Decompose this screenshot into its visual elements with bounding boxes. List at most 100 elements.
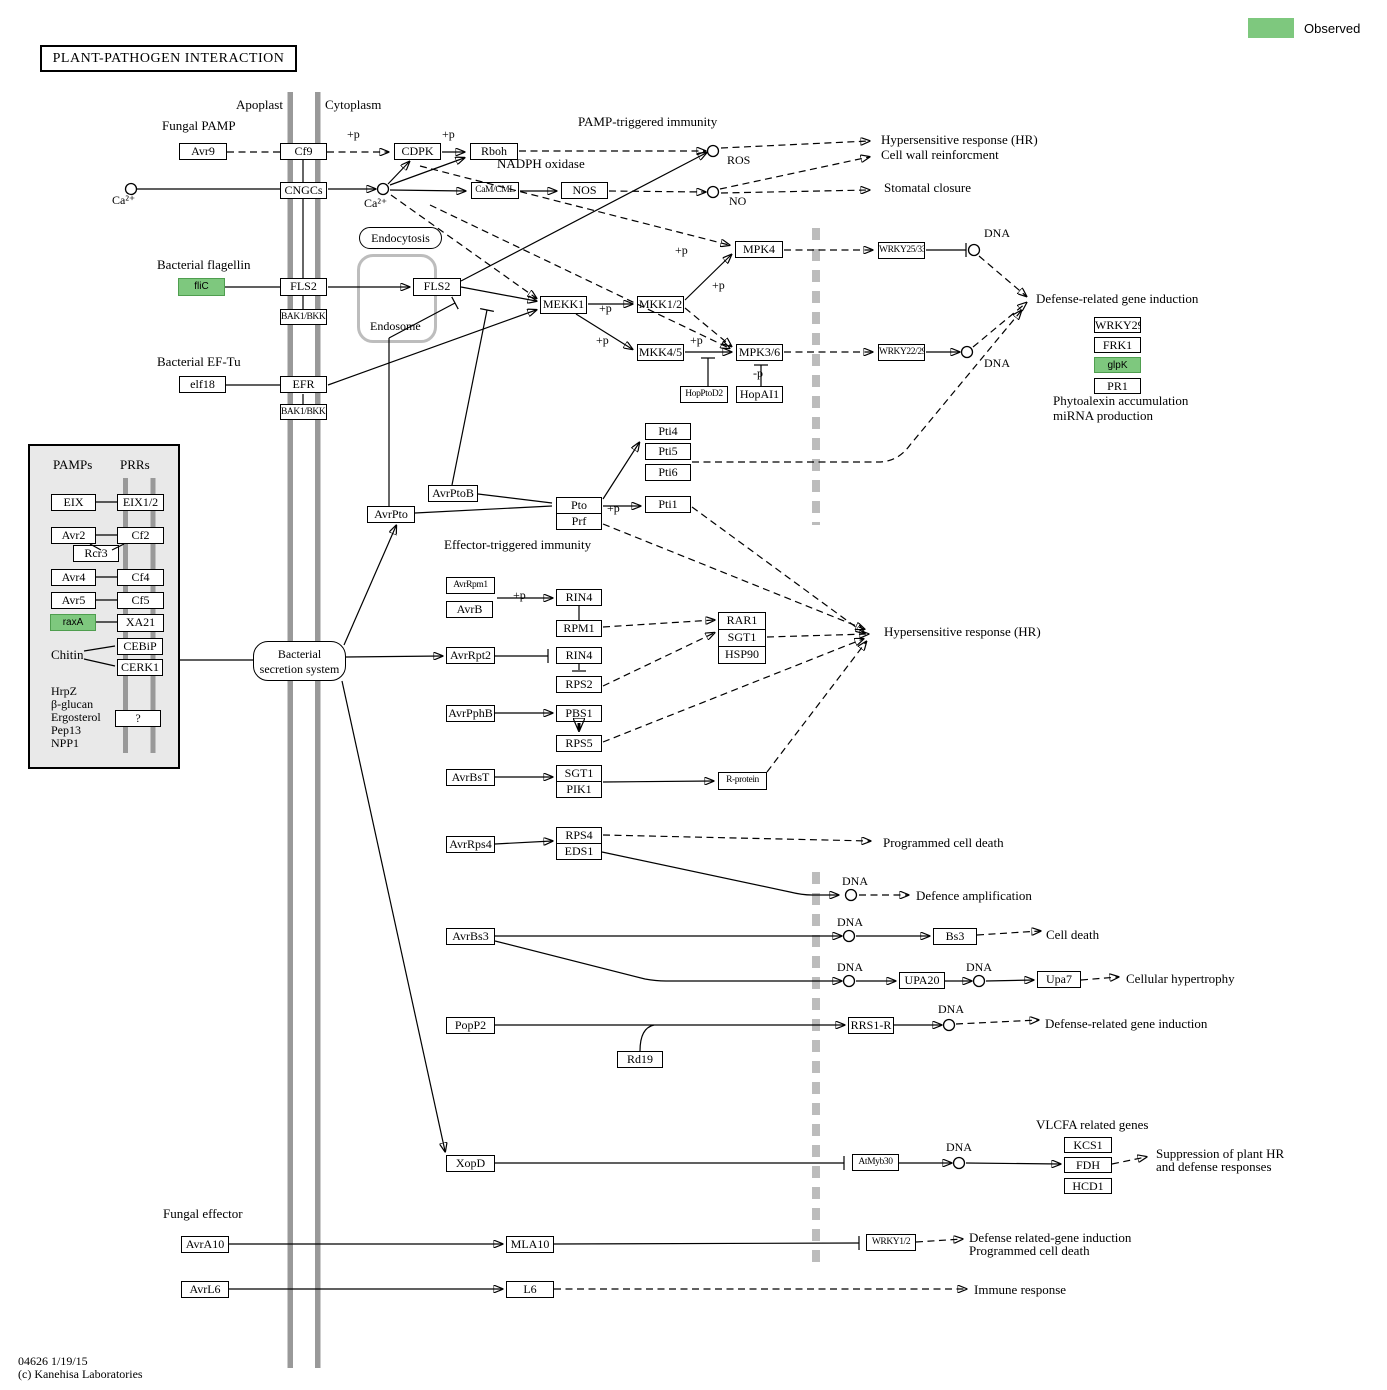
label-prrs: PRRs [120, 457, 150, 472]
gene-box-avrb[interactable]: AvrB [446, 601, 493, 618]
gene-box-cngcs[interactable]: CNGCs [280, 182, 327, 199]
gene-box-fls2-membrane[interactable]: FLS2 [280, 278, 327, 296]
gene-box-cdpk[interactable]: CDPK [394, 143, 441, 160]
gene-box-wrky29[interactable]: WRKY29 [1094, 317, 1141, 333]
label-cellular-hypertrophy: Cellular hypertrophy [1126, 971, 1235, 986]
label-beta-glucan: β-glucan [51, 697, 94, 711]
gene-box-pti6[interactable]: Pti6 [645, 464, 691, 481]
gene-box-popp2[interactable]: PopP2 [446, 1017, 495, 1034]
gene-box-wrky25-33[interactable]: WRKY25/33 [878, 242, 925, 259]
gene-box-frk1[interactable]: FRK1 [1094, 337, 1141, 353]
gene-box-rrs1-r[interactable]: RRS1-R [848, 1017, 894, 1034]
observed-legend-swatch [1248, 18, 1294, 38]
phospho-label: +p [347, 127, 360, 141]
gene-box-eds1[interactable]: EDS1 [556, 843, 602, 860]
gene-box-mekk1[interactable]: MEKK1 [540, 296, 587, 314]
gene-box-avrpto[interactable]: AvrPto [367, 506, 415, 523]
gene-box-avr5[interactable]: Avr5 [51, 592, 96, 609]
gene-box-bak1-bkk1[interactable]: BAK1/BKK1 [280, 309, 327, 325]
gene-box-pr1[interactable]: PR1 [1094, 378, 1141, 394]
gene-box-raxa[interactable]: raxA [50, 614, 96, 631]
gene-box-pto[interactable]: Pto [556, 497, 602, 514]
gene-box-rps2[interactable]: RPS2 [556, 676, 602, 693]
gene-box-avrbst[interactable]: AvrBsT [446, 769, 495, 786]
gene-box-atmyb30[interactable]: AtMyb30 [852, 1154, 899, 1171]
gene-box-xopd[interactable]: XopD [446, 1155, 495, 1172]
gene-box-avrbs3[interactable]: AvrBs3 [446, 928, 495, 945]
gene-box-mkk4-5[interactable]: MKK4/5 [637, 344, 684, 361]
gene-box-rps5[interactable]: RPS5 [556, 735, 602, 752]
gene-box-cf2[interactable]: Cf2 [117, 527, 164, 544]
gene-box-pti1[interactable]: Pti1 [645, 496, 691, 513]
dna-label: DNA [946, 1140, 972, 1154]
gene-box-avr4[interactable]: Avr4 [51, 569, 96, 586]
gene-box-xa21[interactable]: XA21 [117, 614, 164, 632]
gene-box-eix1-2[interactable]: EIX1/2 [117, 494, 164, 511]
gene-box-rin4[interactable]: RIN4 [556, 647, 602, 664]
gene-box-cf4[interactable]: Cf4 [117, 569, 164, 586]
gene-box-avrrpt2[interactable]: AvrRpt2 [446, 647, 495, 664]
gene-box-flic[interactable]: fliC [178, 278, 225, 296]
gene-box-rpm1[interactable]: RPM1 [556, 620, 602, 637]
gene-box-rboh[interactable]: Rboh [470, 143, 518, 160]
gene-box-pik1[interactable]: PIK1 [556, 781, 602, 798]
gene-box-hsp90[interactable]: HSP90 [718, 646, 766, 664]
gene-box-bak1-bkk1[interactable]: BAK1/BKK1 [280, 404, 327, 420]
gene-box-avrl6[interactable]: AvrL6 [181, 1281, 229, 1298]
gene-box-fls2-endosome[interactable]: FLS2 [413, 278, 461, 296]
gene-box-fdh[interactable]: FDH [1064, 1157, 1112, 1173]
gene-box-upa7[interactable]: Upa7 [1037, 971, 1081, 988]
gene-box-rps4[interactable]: RPS4 [556, 827, 602, 844]
gene-box-cam-cml[interactable]: CaM/CML [471, 182, 519, 199]
gene-box-sgt1[interactable]: SGT1 [556, 765, 602, 782]
label-hr-top: Hypersensitive response (HR) [881, 132, 1038, 147]
gene-box-wrky22-29[interactable]: WRKY22/29 [878, 344, 925, 361]
gene-box-avr9[interactable]: Avr9 [179, 143, 227, 160]
gene-box-mpk3-6[interactable]: MPK3/6 [736, 344, 783, 361]
gene-box-hcd1[interactable]: HCD1 [1064, 1178, 1112, 1194]
gene-box-cebip[interactable]: CEBiP [117, 638, 163, 655]
gene-box-cf9[interactable]: Cf9 [280, 143, 327, 160]
gene-box-efr[interactable]: EFR [280, 376, 327, 393]
ca-ion-label: Ca²⁺ [112, 193, 136, 207]
gene-box-eix[interactable]: EIX [51, 494, 96, 511]
gene-box-pti4[interactable]: Pti4 [645, 423, 691, 440]
gene-box-prf[interactable]: Prf [556, 513, 602, 530]
label-pcd-bottom: Programmed cell death [969, 1243, 1090, 1258]
gene-box-avrrpm1[interactable]: AvrRpm1 [446, 577, 495, 594]
gene-box-mla10[interactable]: MLA10 [506, 1236, 554, 1253]
gene-box-l6[interactable]: L6 [506, 1281, 554, 1298]
gene-box-upa20[interactable]: UPA20 [899, 972, 945, 989]
gene-box-avra10[interactable]: AvrA10 [181, 1236, 229, 1253]
gene-box-pbs1[interactable]: PBS1 [556, 705, 602, 722]
gene-box-r-protein[interactable]: R-protein [718, 772, 767, 790]
gene-box-unknown-receptor[interactable]: ? [115, 710, 161, 727]
gene-box-rcr3[interactable]: Rcr3 [73, 545, 119, 562]
gene-box-pti5[interactable]: Pti5 [645, 443, 691, 460]
gene-box-rar1[interactable]: RAR1 [718, 612, 766, 630]
gene-box-rin4[interactable]: RIN4 [556, 589, 602, 606]
gene-box-bs3[interactable]: Bs3 [933, 928, 977, 945]
map-id: 04626 1/19/15 [18, 1354, 88, 1368]
gene-box-cerk1[interactable]: CERK1 [117, 659, 163, 676]
gene-box-avrrps4[interactable]: AvrRps4 [446, 836, 495, 853]
label-vlcfa: VLCFA related genes [1036, 1117, 1149, 1132]
gene-box-sgt1[interactable]: SGT1 [718, 629, 766, 647]
label-bacterial-eftu: Bacterial EF-Tu [157, 354, 241, 369]
gene-box-avr2[interactable]: Avr2 [51, 527, 96, 544]
gene-box-hopai1[interactable]: HopAI1 [736, 386, 783, 403]
gene-box-cf5[interactable]: Cf5 [117, 592, 164, 609]
gene-box-glpk[interactable]: glpK [1094, 357, 1141, 373]
map-title: PLANT-PATHOGEN INTERACTION [40, 45, 297, 72]
gene-box-avrptob[interactable]: AvrPtoB [428, 485, 478, 502]
gene-box-wrky1-2[interactable]: WRKY1/2 [866, 1234, 916, 1251]
gene-box-rd19[interactable]: Rd19 [617, 1051, 663, 1068]
gene-box-kcs1[interactable]: KCS1 [1064, 1137, 1112, 1153]
gene-box-elf18[interactable]: elf18 [179, 376, 226, 393]
gene-box-avrpphb[interactable]: AvrPphB [446, 705, 495, 722]
gene-box-mkk1-2[interactable]: MKK1/2 [637, 296, 684, 313]
gene-box-hopptod2[interactable]: HopPtoD2 [680, 386, 728, 403]
gene-box-nos[interactable]: NOS [561, 182, 608, 199]
gene-box-mpk4[interactable]: MPK4 [735, 241, 783, 258]
